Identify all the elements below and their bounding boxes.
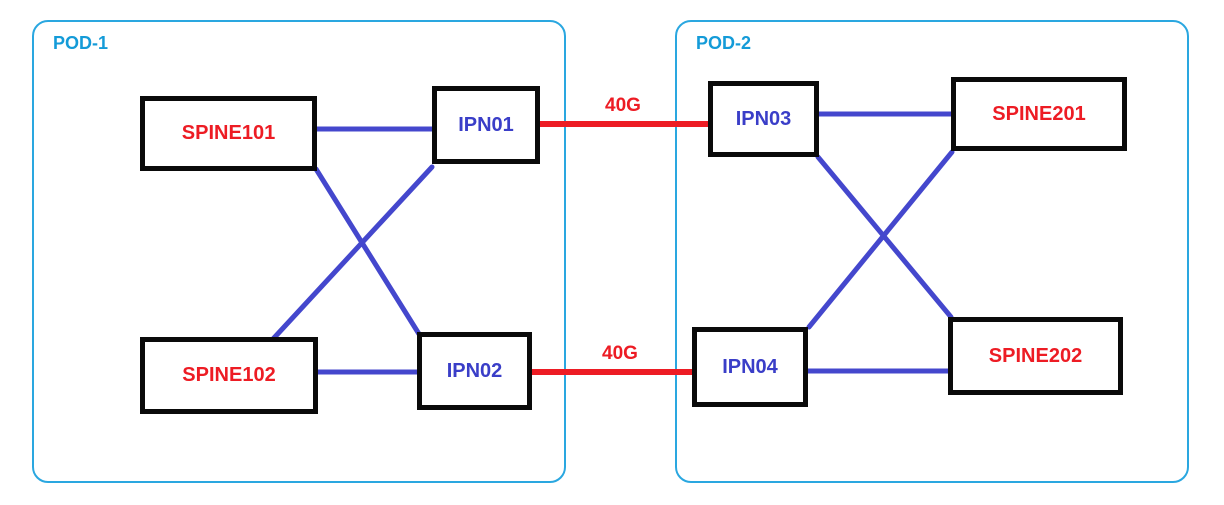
link-speed-label-bottom: 40G	[602, 343, 638, 364]
node-ipn01: IPN01	[432, 86, 540, 164]
node-ipn04: IPN04	[692, 327, 808, 407]
link-speed-label-top: 40G	[605, 95, 641, 116]
pod2-label: POD-2	[696, 33, 752, 53]
node-spine102-label: SPINE102	[182, 364, 276, 386]
node-ipn03: IPN03	[708, 81, 819, 157]
node-spine101: SPINE101	[140, 96, 317, 171]
node-spine201: SPINE201	[951, 77, 1127, 151]
node-ipn02: IPN02	[417, 332, 532, 410]
node-spine101-label: SPINE101	[181, 122, 276, 144]
node-ipn01-label: IPN01	[458, 113, 514, 136]
link-spine201-ipn04	[806, 149, 955, 330]
node-ipn02-label: IPN02	[446, 359, 503, 382]
node-spine202: SPINE202	[948, 317, 1123, 395]
node-spine202-label: SPINE202	[988, 344, 1083, 367]
node-spine201-label: SPINE201	[992, 102, 1086, 125]
node-ipn04-label: IPN04	[722, 355, 778, 378]
pod2-container: POD-2	[675, 20, 1189, 483]
link-ipn01-spine102	[270, 164, 435, 342]
node-spine102: SPINE102	[140, 337, 318, 414]
node-ipn03-label: IPN03	[735, 107, 792, 130]
pod1-label: POD-1	[53, 33, 109, 53]
pod1-container: POD-1	[32, 20, 566, 483]
link-spine101-ipn02	[313, 166, 422, 337]
